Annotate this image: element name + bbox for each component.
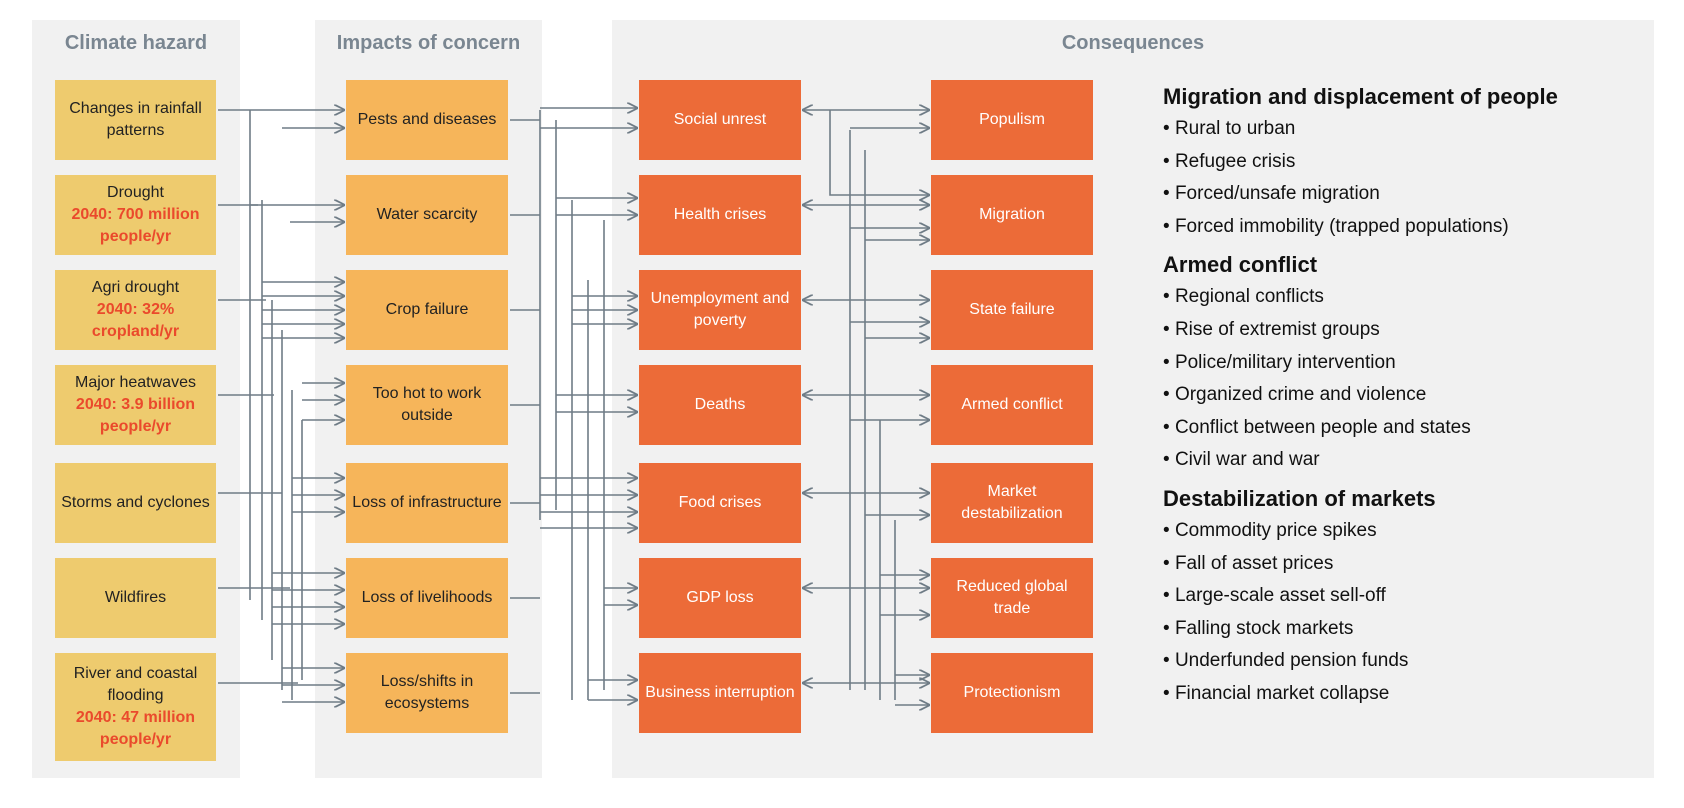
hazard-label: Wildfires — [104, 589, 167, 606]
hazard-label: Drought — [107, 184, 164, 201]
consequence-label: GDP loss — [686, 589, 754, 606]
list-item: • Regional conflicts — [1163, 286, 1324, 308]
hazard-label: Agri drought — [91, 279, 180, 296]
impact-pests: Pests and diseases — [346, 80, 508, 160]
impact-label: Loss/shifts in ecosystems — [380, 673, 474, 712]
list-item: • Refugee crisis — [1163, 150, 1296, 172]
consequence-market-destabilization: Market destabilization — [931, 463, 1093, 543]
hazard-label: Changes in rainfall patterns — [69, 100, 202, 139]
list-item: • Forced/unsafe migration — [1163, 183, 1380, 205]
list-item: • Forced immobility (trapped populations… — [1163, 215, 1509, 237]
consequences-title: Consequences — [1061, 32, 1205, 54]
group-title: Armed conflict — [1163, 252, 1318, 278]
list-item: • Commodity price spikes — [1163, 519, 1377, 541]
hazard-heatwaves: Major heatwaves 2040: 3.9 billion people… — [55, 365, 216, 445]
list-item: • Conflict between people and states — [1163, 416, 1471, 438]
hazard-flooding: River and coastal flooding 2040: 47 mill… — [55, 653, 216, 761]
consequence-label: Health crises — [673, 206, 767, 223]
consequence-label: State failure — [969, 301, 1055, 318]
consequence-unemployment: Unemployment and poverty — [639, 270, 801, 350]
consequence-details: Migration and displacement of people • R… — [1163, 80, 1663, 711]
list-item: • Underfunded pension funds — [1163, 650, 1409, 672]
consequence-business-interruption: Business interruption — [639, 653, 801, 733]
hazard-drought: Drought 2040: 700 million people/yr — [55, 175, 216, 255]
group-title: Migration and displacement of people — [1163, 84, 1558, 109]
consequence-label: Migration — [979, 206, 1045, 223]
consequence-label: Business interruption — [645, 684, 795, 701]
list-item: • Rural to urban — [1163, 118, 1296, 139]
impact-label: Loss of infrastructure — [352, 494, 502, 511]
consequence-label: Deaths — [694, 396, 746, 413]
hazard-rainfall: Changes in rainfall patterns — [55, 80, 216, 160]
impact-label: Loss of livelihoods — [361, 589, 493, 606]
impact-label: Crop failure — [385, 301, 469, 318]
list-item: • Organized crime and violence — [1163, 384, 1427, 406]
hazard-stat: 2040: 47 million people/yr — [75, 709, 196, 748]
hazard-label: River and coastal flooding — [73, 665, 198, 704]
impact-crop: Crop failure — [346, 270, 508, 350]
consequence-label: Populism — [979, 111, 1045, 128]
consequence-food-crises: Food crises — [639, 463, 801, 543]
consequence-deaths: Deaths — [639, 365, 801, 445]
consequence-populism: Populism — [931, 80, 1093, 160]
hazard-label: Major heatwaves — [75, 374, 196, 391]
hazard-agri-drought: Agri drought 2040: 32% cropland/yr — [55, 270, 216, 350]
impact-water: Water scarcity — [346, 175, 508, 255]
hazard-stat: 2040: 3.9 billion people/yr — [75, 396, 196, 435]
impact-label: Pests and diseases — [357, 111, 497, 128]
list-item: • Civil war and war — [1163, 449, 1320, 471]
consequence-social-unrest: Social unrest — [639, 80, 801, 160]
consequence-label: Reduced global trade — [956, 578, 1068, 617]
hazard-stat: 2040: 32% cropland/yr — [91, 301, 180, 340]
consequence-label: Market destabilization — [961, 483, 1063, 522]
impact-label: Water scarcity — [376, 206, 478, 223]
consequence-armed-conflict: Armed conflict — [931, 365, 1093, 445]
list-item: • Falling stock markets — [1163, 617, 1354, 639]
consequence-migration: Migration — [931, 175, 1093, 255]
impacts-title: Impacts of concern — [336, 32, 521, 54]
impact-infrastructure: Loss of infrastructure — [346, 463, 508, 543]
consequence-label: Unemployment and poverty — [650, 290, 790, 329]
impact-label: Too hot to work outside — [372, 385, 482, 424]
consequence-gdp-loss: GDP loss — [639, 558, 801, 638]
impact-livelihoods: Loss of livelihoods — [346, 558, 508, 638]
consequence-protectionism: Protectionism — [931, 653, 1093, 733]
list-item: • Rise of extremist groups — [1163, 318, 1380, 340]
group-title: Destabilization of markets — [1163, 485, 1436, 511]
hazard-wildfires: Wildfires — [55, 558, 216, 638]
consequence-state-failure: State failure — [931, 270, 1093, 350]
consequence-label: Food crises — [678, 494, 762, 511]
hazard-label: Storms and cyclones — [61, 494, 210, 511]
consequence-label: Armed conflict — [961, 396, 1063, 413]
list-item: • Police/military intervention — [1163, 351, 1396, 373]
list-item: • Fall of asset prices — [1163, 552, 1334, 574]
impact-heat: Too hot to work outside — [346, 365, 508, 445]
impact-ecosystems: Loss/shifts in ecosystems — [346, 653, 508, 733]
consequence-health-crises: Health crises — [639, 175, 801, 255]
hazard-storms: Storms and cyclones — [55, 463, 216, 543]
consequence-label: Protectionism — [963, 684, 1061, 701]
list-item: • Large-scale asset sell-off — [1163, 585, 1386, 607]
climate-hazard-title: Climate hazard — [64, 32, 208, 54]
hazard-stat: 2040: 700 million people/yr — [71, 206, 200, 245]
link-arrow — [829, 110, 929, 195]
consequence-label: Social unrest — [673, 111, 767, 128]
list-item: • Financial market collapse — [1163, 682, 1390, 704]
consequence-reduced-trade: Reduced global trade — [931, 558, 1093, 638]
